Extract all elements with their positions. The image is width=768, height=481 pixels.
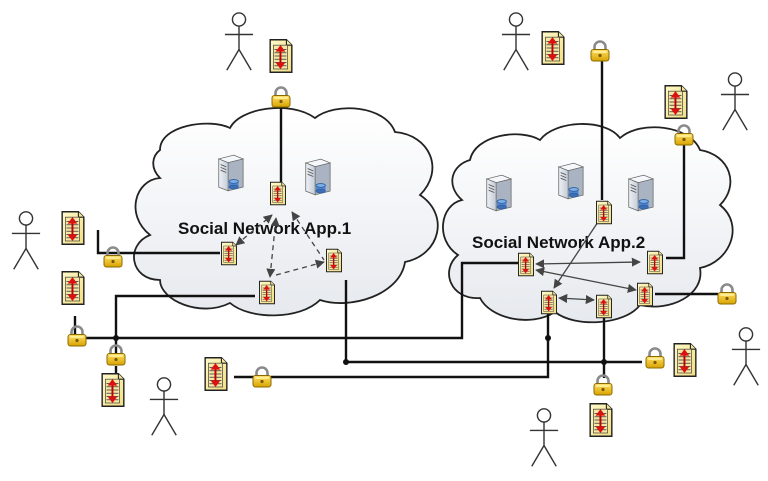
user-icon	[11, 211, 41, 270]
user-icon	[149, 377, 179, 436]
lock-icon	[251, 366, 273, 388]
server-icon	[486, 174, 512, 212]
document-icon	[636, 282, 654, 307]
document-icon	[61, 210, 85, 246]
lock-icon	[716, 283, 738, 305]
document-icon	[220, 241, 238, 266]
document-icon	[269, 38, 293, 74]
document-icon	[673, 342, 697, 378]
dashed-arrow	[291, 211, 325, 261]
document-icon	[269, 181, 287, 206]
document-icon	[664, 84, 688, 120]
document-icon	[517, 252, 535, 277]
lock-icon	[589, 40, 611, 62]
lock-icon	[644, 347, 666, 369]
user-icon	[529, 408, 559, 467]
dashed-arrow	[266, 217, 280, 278]
user-icon	[224, 12, 254, 71]
lock-icon	[66, 325, 88, 347]
cloud-app-2	[442, 123, 734, 324]
dashed-arrow	[235, 214, 273, 246]
lock-icon	[270, 86, 292, 108]
connection-line	[96, 230, 220, 255]
lock-icon	[102, 246, 124, 268]
solid-arrow	[558, 293, 595, 305]
solid-arrow	[553, 221, 599, 289]
document-icon	[258, 280, 276, 305]
lock-icon	[673, 124, 695, 146]
connection-line	[83, 261, 518, 340]
document-icon	[540, 290, 558, 315]
connection-line	[271, 310, 550, 379]
connection-line	[666, 142, 686, 260]
document-icon	[325, 248, 343, 273]
message-arrows	[235, 211, 641, 305]
document-icon	[589, 402, 613, 438]
cloud-label-app-2: Social Network App.2	[472, 233, 645, 252]
document-icon	[101, 372, 125, 408]
server-icon	[218, 154, 244, 192]
user-icon	[501, 12, 531, 71]
cloud-app-1	[133, 107, 439, 317]
document-icon	[595, 200, 613, 225]
document-icon	[541, 30, 565, 66]
lock-icon	[592, 374, 614, 396]
user-icon	[720, 72, 750, 131]
document-icon	[61, 270, 85, 306]
junction-dots	[113, 335, 607, 365]
user-icon	[731, 327, 761, 386]
document-icon	[646, 250, 664, 275]
server-icon	[305, 158, 331, 196]
server-icon	[628, 174, 654, 212]
solid-arrow	[535, 257, 641, 269]
solid-arrow	[535, 267, 637, 293]
connection-line	[114, 294, 255, 338]
document-icon	[595, 294, 613, 319]
document-icon	[204, 356, 228, 392]
server-icon	[558, 162, 584, 200]
